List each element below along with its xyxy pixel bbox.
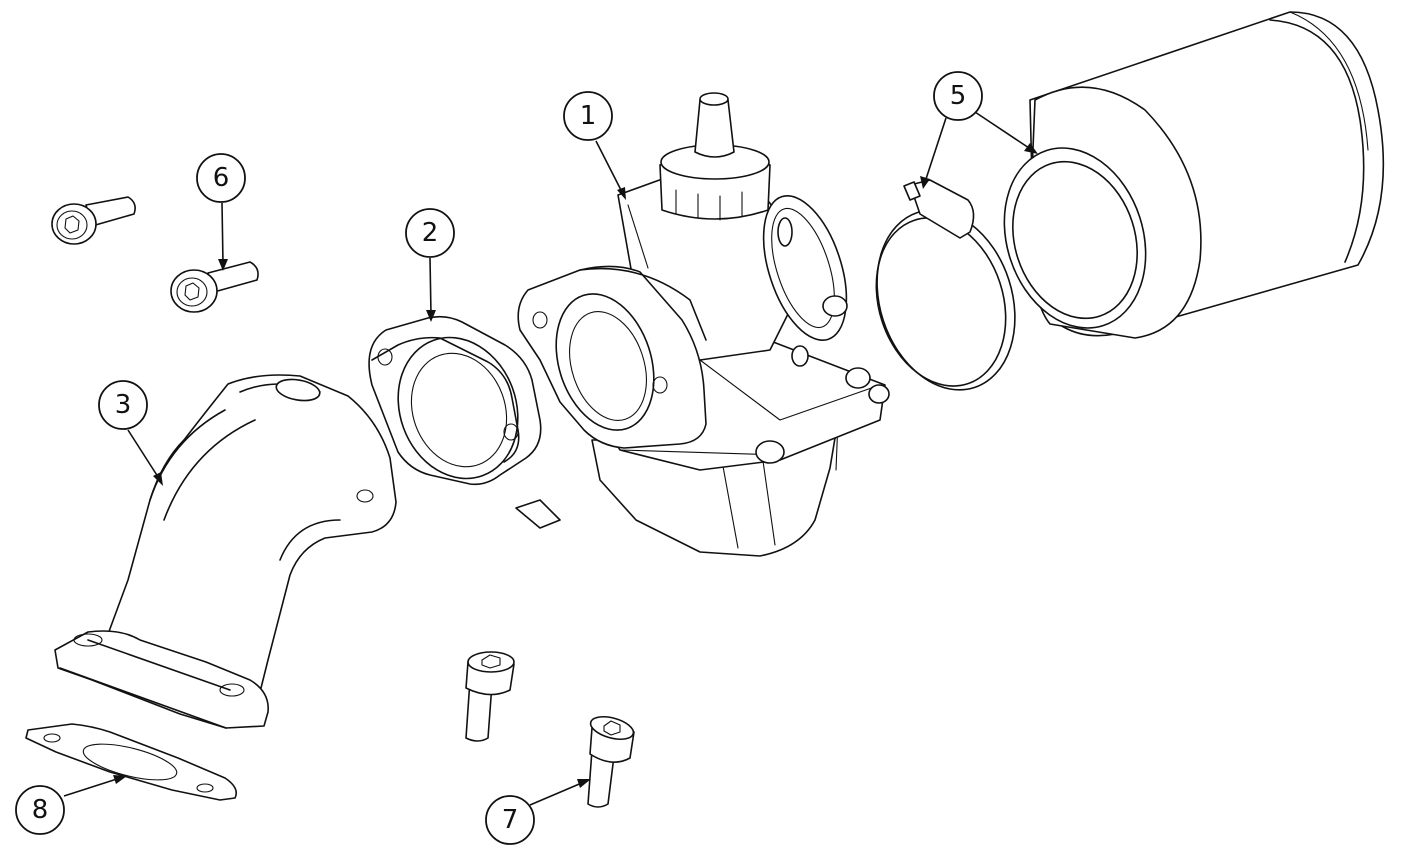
- callout-2-label: 2: [422, 218, 439, 248]
- callout-6-circle: [196, 153, 246, 203]
- callout-8-label: 8: [32, 795, 49, 825]
- leader-5a: [924, 117, 947, 183]
- leader-6-arrow: [218, 259, 228, 271]
- screw-part-6: [170, 261, 259, 313]
- callout-7-label: 7: [502, 805, 519, 835]
- callout-3-circle: [98, 380, 148, 430]
- manifold-gasket: [25, 723, 238, 801]
- leader-6: [221, 202, 224, 265]
- callout-6-label: 6: [213, 163, 230, 193]
- air-filter: [1003, 11, 1385, 339]
- screw-upper-left: [51, 196, 136, 245]
- callout-5-label: 5: [950, 81, 967, 111]
- leader-1: [595, 140, 624, 195]
- leader-7-arrow: [577, 779, 591, 788]
- callout-8: 8: [15, 785, 65, 835]
- carburetor: [515, 92, 890, 557]
- leader-2-arrow: [426, 310, 436, 322]
- callout-2: 2: [405, 208, 455, 258]
- callout-5-circle: [933, 71, 983, 121]
- intake-manifold: [54, 374, 397, 729]
- leader-1-arrow: [617, 187, 626, 200]
- leader-7: [529, 781, 585, 806]
- leader-5b-arrow: [1024, 143, 1038, 154]
- callout-7: 7: [485, 795, 535, 845]
- screw-lower-left: [465, 651, 515, 742]
- leader-3-arrow: [153, 472, 163, 486]
- callout-1-label: 1: [580, 101, 597, 131]
- leader-8: [63, 777, 121, 797]
- callout-7-circle: [485, 795, 535, 845]
- callout-3: 3: [98, 380, 148, 430]
- callout-5: 5: [933, 71, 983, 121]
- callout-6: 6: [196, 153, 246, 203]
- insulator-spacer: [368, 315, 542, 486]
- leader-lines: [63, 111, 1038, 806]
- callout-1-circle: [563, 91, 613, 141]
- callout-8-circle: [15, 785, 65, 835]
- air-filter-clamp: [875, 179, 1016, 391]
- callout-1: 1: [563, 91, 613, 141]
- callout-3-label: 3: [115, 390, 132, 420]
- leader-3: [127, 429, 161, 481]
- screw-part-7: [587, 715, 635, 808]
- callout-2-circle: [405, 208, 455, 258]
- leader-8-arrow: [113, 775, 127, 784]
- leader-2: [429, 257, 432, 316]
- leader-5a-arrow: [920, 176, 930, 189]
- leader-5b: [974, 111, 1033, 151]
